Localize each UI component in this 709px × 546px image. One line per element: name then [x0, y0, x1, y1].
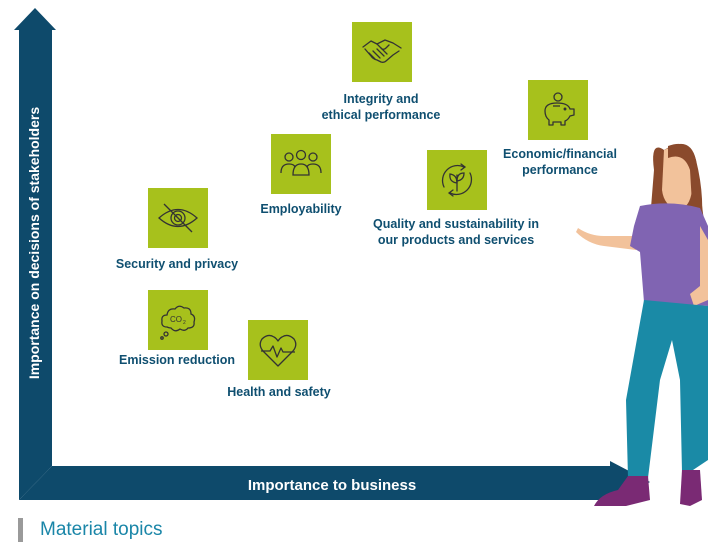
topic-label-health: Health and safety — [227, 385, 331, 399]
topic-label-employability: Employability — [260, 202, 342, 216]
handshake-icon — [352, 22, 412, 82]
topic-label-quality: Quality and sustainability in our produc… — [372, 217, 539, 247]
x-axis-arrow — [19, 461, 650, 504]
topic-label-security: Security and privacy — [115, 257, 239, 271]
topic-label-economic: Economic/financial performance — [503, 147, 617, 177]
topic-label-emission: Emission reduction — [119, 353, 235, 367]
people-group-icon — [271, 134, 331, 194]
footer-accent-bar — [18, 518, 23, 542]
leaf-cycle-icon — [427, 150, 487, 210]
footer-title: Material topics — [40, 519, 163, 540]
piggy-bank-icon — [528, 80, 588, 140]
heart-pulse-icon — [248, 320, 308, 380]
y-axis-arrow — [14, 8, 56, 500]
svg-text:2: 2 — [183, 320, 186, 326]
presenter-illustration — [576, 143, 708, 506]
x-axis-label: Importance to business — [247, 477, 417, 494]
y-axis-label: Importance on decisions of stakeholders — [26, 106, 42, 380]
svg-text:CO: CO — [170, 315, 182, 324]
eye-crossed-icon — [148, 188, 208, 248]
co2-cloud-icon: CO 2 — [148, 290, 208, 350]
topic-label-integrity: Integrity and ethical performance — [321, 92, 441, 122]
